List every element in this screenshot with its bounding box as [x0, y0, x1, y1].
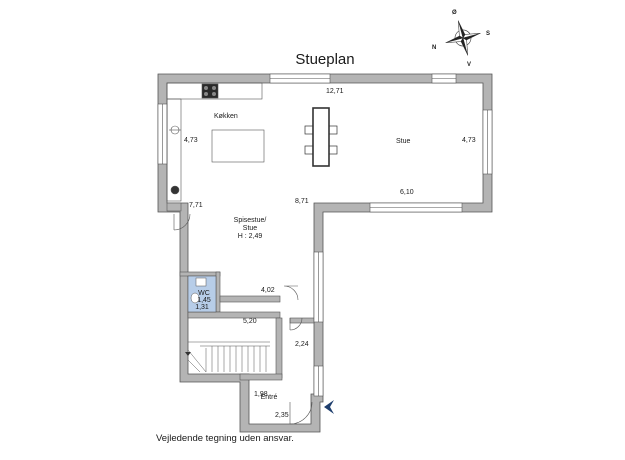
- compass-east: Ø: [452, 10, 457, 16]
- kitchen-counter-left: [166, 98, 182, 202]
- room-dining-label-2: Stue: [243, 225, 258, 232]
- staircase: [185, 341, 270, 373]
- interior-walls: [166, 202, 315, 381]
- compass-south: S: [486, 31, 490, 37]
- door-entry: [289, 401, 313, 425]
- dim-kitchen-height: 4,73: [184, 137, 198, 144]
- stove: [201, 83, 219, 99]
- dining-table: [304, 107, 338, 167]
- wall-stair-bottom: [239, 373, 283, 381]
- dim-hall-width: 4,02: [261, 287, 275, 294]
- door-garden: [173, 213, 191, 231]
- dishwasher: [170, 185, 180, 195]
- kitchen-island: [211, 129, 265, 163]
- compass-north: N: [432, 45, 436, 51]
- dim-living-width: 6,10: [400, 189, 414, 196]
- wc-room: [187, 275, 217, 313]
- compass-west: V: [467, 62, 471, 68]
- wall-stair-right: [275, 317, 283, 379]
- room-wc-label: WC: [198, 290, 210, 297]
- dim-entry-width: 2,35: [275, 412, 289, 419]
- room-dining-height: H : 2,49: [238, 233, 263, 240]
- wall-wc-right: [215, 271, 221, 313]
- room-kitchen-label: Køkken: [214, 113, 238, 120]
- dim-hall-depth: 2,24: [295, 341, 309, 348]
- wall-wc-top: [179, 271, 221, 277]
- dim-wc-depth: 1,31: [195, 304, 209, 311]
- wall-stair-top: [187, 311, 281, 319]
- wall-hall-top: [219, 295, 281, 303]
- wall-kitchen-dining: [166, 202, 182, 212]
- compass-rose-icon: [445, 20, 481, 56]
- room-entry-label: Entré: [261, 394, 278, 401]
- dim-living-height: 4,73: [462, 137, 476, 144]
- dim-dining-height: 7,71: [189, 202, 203, 209]
- entry-arrow-icon: [324, 400, 334, 414]
- dim-stair-width: 5,20: [243, 318, 257, 325]
- kitchen-fixtures: [166, 82, 265, 202]
- doors: [173, 213, 313, 425]
- door-hall-2: [289, 317, 303, 331]
- exterior-walls: [157, 73, 493, 433]
- footer-disclaimer: Vejledende tegning uden ansvar.: [156, 433, 294, 444]
- stair-arrow: [185, 352, 191, 356]
- dim-dining-width: 8,71: [295, 198, 309, 205]
- dim-entry-depth: 1,98: [254, 391, 268, 398]
- plan-title: Stueplan: [295, 51, 354, 68]
- room-living-label: Stue: [396, 138, 411, 145]
- dim-top-width: 12,71: [326, 88, 344, 95]
- windows: [157, 73, 493, 397]
- door-hall: [283, 285, 299, 301]
- dim-wc-width: 1,45: [197, 297, 211, 304]
- kitchen-counter-top: [166, 82, 263, 100]
- inner-floor: [166, 82, 484, 425]
- room-dining-label-1: Spisestue/: [234, 217, 267, 224]
